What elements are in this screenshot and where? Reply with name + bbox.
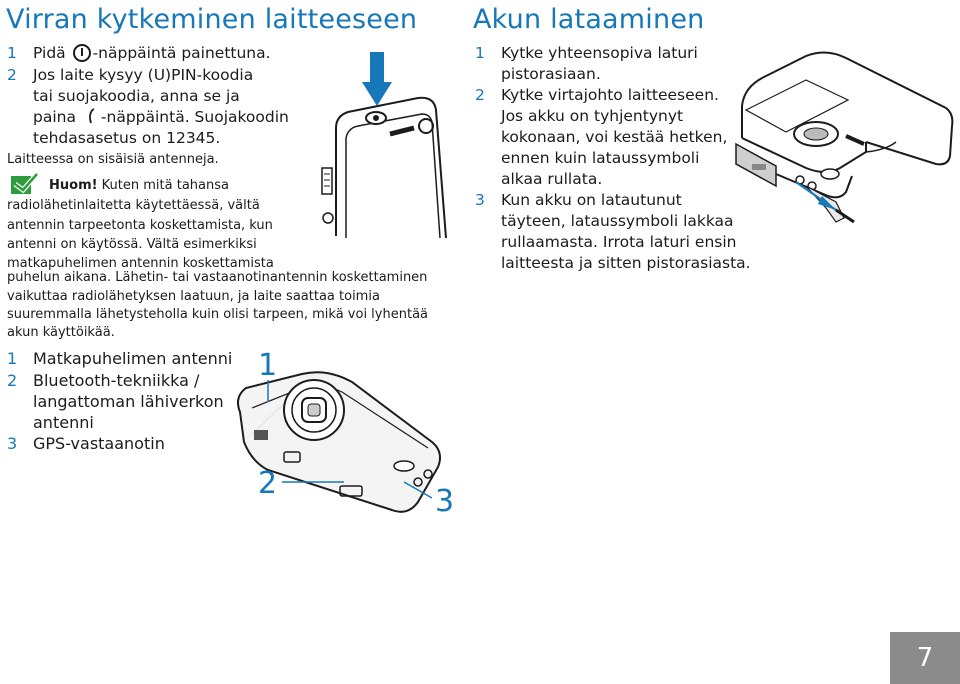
note-line8: suuremmalla lähetysteholla kuin olisi ta… xyxy=(7,307,428,322)
antenna-intro: Laitteessa on sisäisiä antenneja. xyxy=(7,152,219,167)
section-title-charging: Akun lataaminen xyxy=(473,4,705,35)
step-2-line3: paina -näppäintä. Suojakoodin xyxy=(33,108,289,126)
charge-step-2-line2: Jos akku on tyhjentynyt xyxy=(501,107,684,125)
call-key-icon xyxy=(81,108,101,124)
charge-step-2-line3: kokonaan, voi kestää hetken, xyxy=(501,128,728,146)
note-line1: Huom! Kuten mitä tahansa xyxy=(49,178,229,193)
phone-power-illustration xyxy=(321,52,447,239)
callout-2: 2 xyxy=(258,466,278,501)
step-2-line2: tai suojakoodia, anna se ja xyxy=(33,87,240,105)
antenna-item-2-line3: antenni xyxy=(33,413,94,432)
page-number: 7 xyxy=(890,632,960,684)
note-line4: antenni on käytössä. Vältä esimerkiksi xyxy=(7,237,257,252)
step-2-line4: tehdasasetus on 12345. xyxy=(33,129,221,147)
note-line7: vaikuttaa radiolähetyksen laatuun, ja la… xyxy=(7,289,380,304)
charge-step-1-line2: pistorasiaan. xyxy=(501,65,601,83)
antenna-item-2-line2: langattoman lähiverkon xyxy=(33,392,224,411)
phone-charging-illustration xyxy=(735,51,954,224)
note-line6: puhelun aikana. Lähetin- tai vastaanotin… xyxy=(7,270,428,285)
note-line2: radiolähetinlaitetta käytettäessä, vältä xyxy=(7,198,260,213)
power-key-icon xyxy=(72,44,91,62)
section-title-power: Virran kytkeminen laitteeseen xyxy=(6,4,418,35)
charge-step-3-line4: laitteesta ja sitten pistorasiasta. xyxy=(501,254,751,272)
charge-step-2-line4: ennen kuin lataussymboli xyxy=(501,149,700,167)
charge-step-3-line3: rullaamasta. Irrota laturi ensin xyxy=(501,233,737,251)
note-icon xyxy=(9,172,39,196)
callout-1: 1 xyxy=(258,348,278,383)
callout-3: 3 xyxy=(435,484,455,519)
charge-step-2-line5: alkaa rullata. xyxy=(501,170,603,188)
charge-step-3-line2: täyteen, lataussymboli lakkaa xyxy=(501,212,734,230)
note-line5: matkapuhelimen antennin koskettamista xyxy=(7,256,274,271)
note-line9: akun käyttöikää. xyxy=(7,325,115,340)
note-line3: antennin tarpeetonta koskettamista, kun xyxy=(7,218,273,233)
phone-antenna-illustration xyxy=(237,371,441,513)
